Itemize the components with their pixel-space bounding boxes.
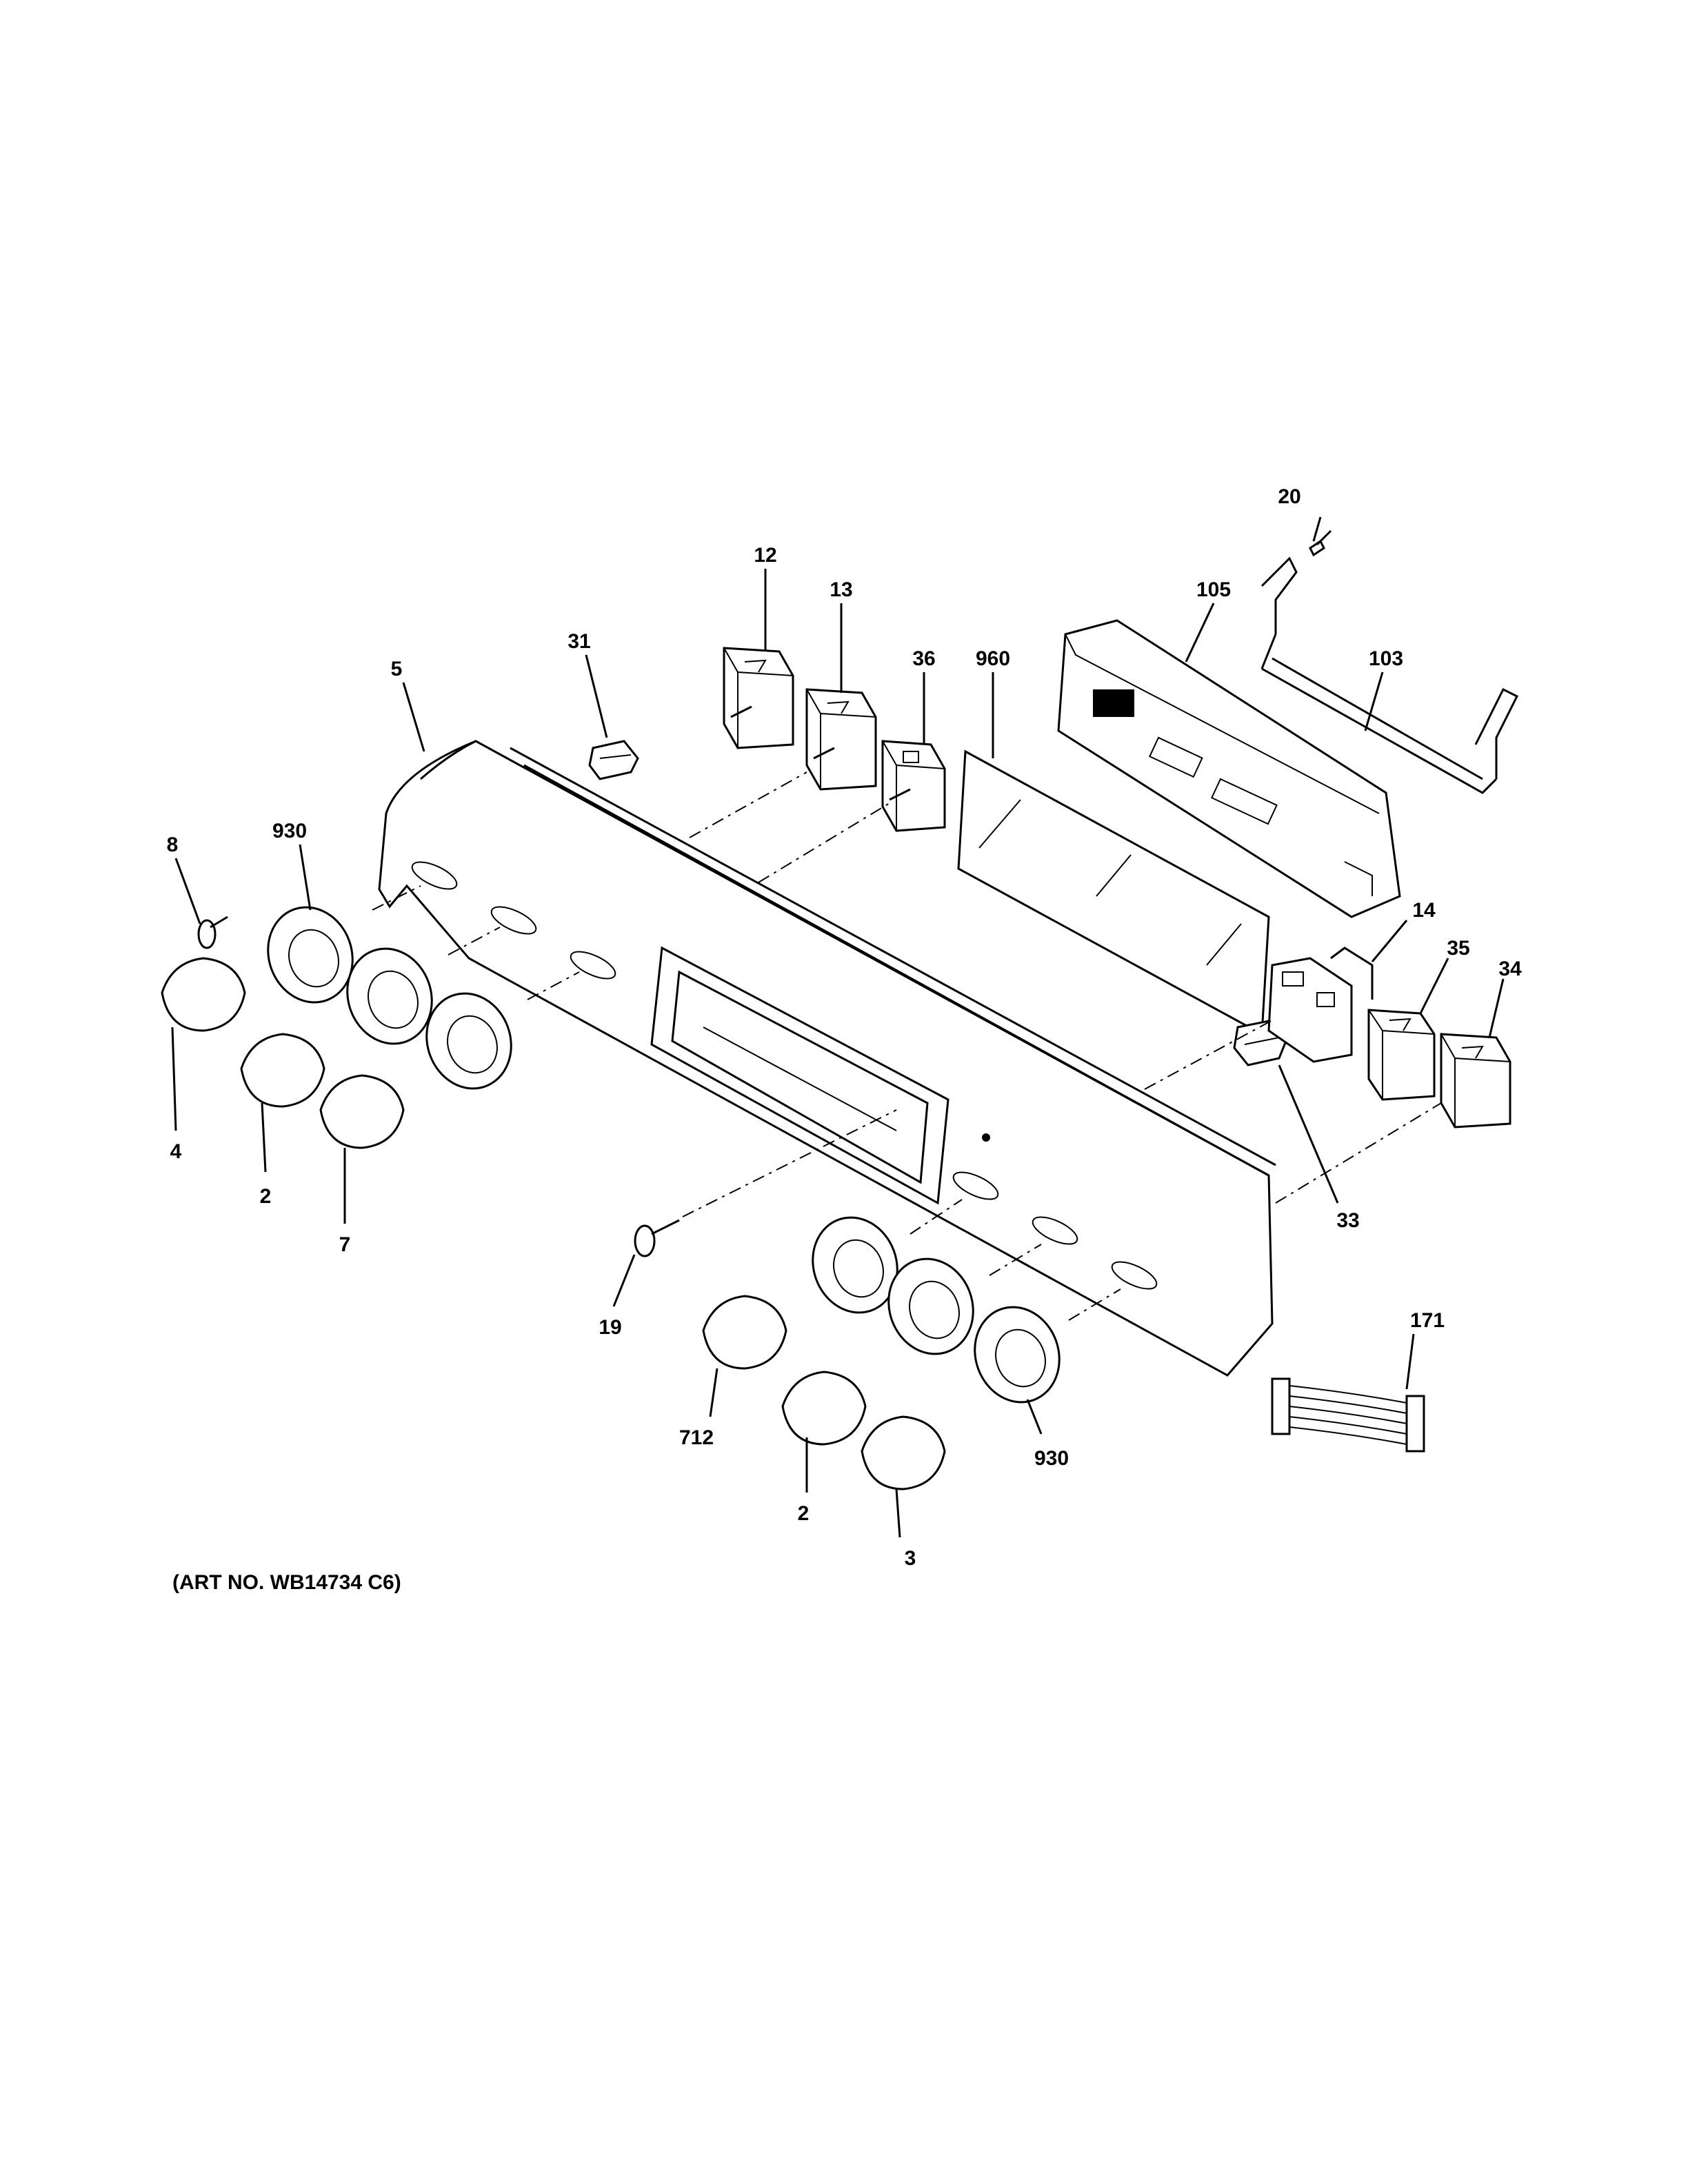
callout-34: 34 bbox=[1498, 958, 1522, 980]
relay-31 bbox=[588, 740, 639, 780]
screw-8 bbox=[197, 916, 228, 949]
switch-35 bbox=[1367, 1009, 1436, 1101]
knob-bezels-left bbox=[267, 906, 512, 1090]
callout-930-right: 930 bbox=[1034, 1447, 1069, 1470]
bracket-103 bbox=[1260, 556, 1519, 794]
control-board-105 bbox=[1057, 619, 1401, 918]
knobs-right bbox=[702, 1295, 946, 1490]
callout-35: 35 bbox=[1447, 937, 1469, 960]
callout-13: 13 bbox=[830, 578, 852, 601]
callout-3: 3 bbox=[905, 1547, 916, 1570]
leader-lines bbox=[171, 516, 1505, 1538]
callout-7: 7 bbox=[339, 1233, 351, 1256]
screw-19 bbox=[634, 1219, 680, 1257]
callout-4: 4 bbox=[170, 1140, 182, 1163]
switch-12 bbox=[723, 647, 794, 749]
terminal-block-14 bbox=[1267, 947, 1374, 1063]
wire-harness-171 bbox=[1271, 1377, 1425, 1453]
switch-36 bbox=[881, 740, 946, 832]
callout-19: 19 bbox=[599, 1316, 621, 1339]
switch-34 bbox=[1440, 1033, 1511, 1129]
art-number-caption: (ART NO. WB14734 C6) bbox=[172, 1571, 401, 1594]
callout-labels: 20 105 103 12 13 36 960 31 5 8 930 4 2 7… bbox=[167, 485, 1522, 1570]
callout-2-right: 2 bbox=[798, 1502, 810, 1525]
alignment-lines bbox=[372, 771, 1442, 1321]
callout-712: 712 bbox=[679, 1426, 714, 1449]
callout-36: 36 bbox=[912, 647, 935, 670]
callout-103: 103 bbox=[1369, 647, 1403, 670]
callout-33: 33 bbox=[1336, 1209, 1359, 1232]
callout-14: 14 bbox=[1412, 899, 1436, 922]
callout-171: 171 bbox=[1410, 1309, 1445, 1332]
callout-930-left: 930 bbox=[272, 820, 307, 842]
screw-20 bbox=[1309, 529, 1332, 557]
callout-5: 5 bbox=[391, 658, 403, 680]
callout-8: 8 bbox=[167, 833, 179, 856]
callout-12: 12 bbox=[754, 544, 776, 567]
control-panel bbox=[378, 740, 1276, 1377]
switch-13 bbox=[805, 688, 877, 791]
callout-20: 20 bbox=[1278, 485, 1300, 508]
knob-bezels-right bbox=[812, 1216, 1061, 1404]
callout-31: 31 bbox=[567, 630, 590, 653]
callout-105: 105 bbox=[1196, 578, 1231, 601]
knobs-left bbox=[161, 957, 405, 1149]
callout-960: 960 bbox=[976, 647, 1010, 670]
callout-2-left: 2 bbox=[260, 1185, 272, 1208]
